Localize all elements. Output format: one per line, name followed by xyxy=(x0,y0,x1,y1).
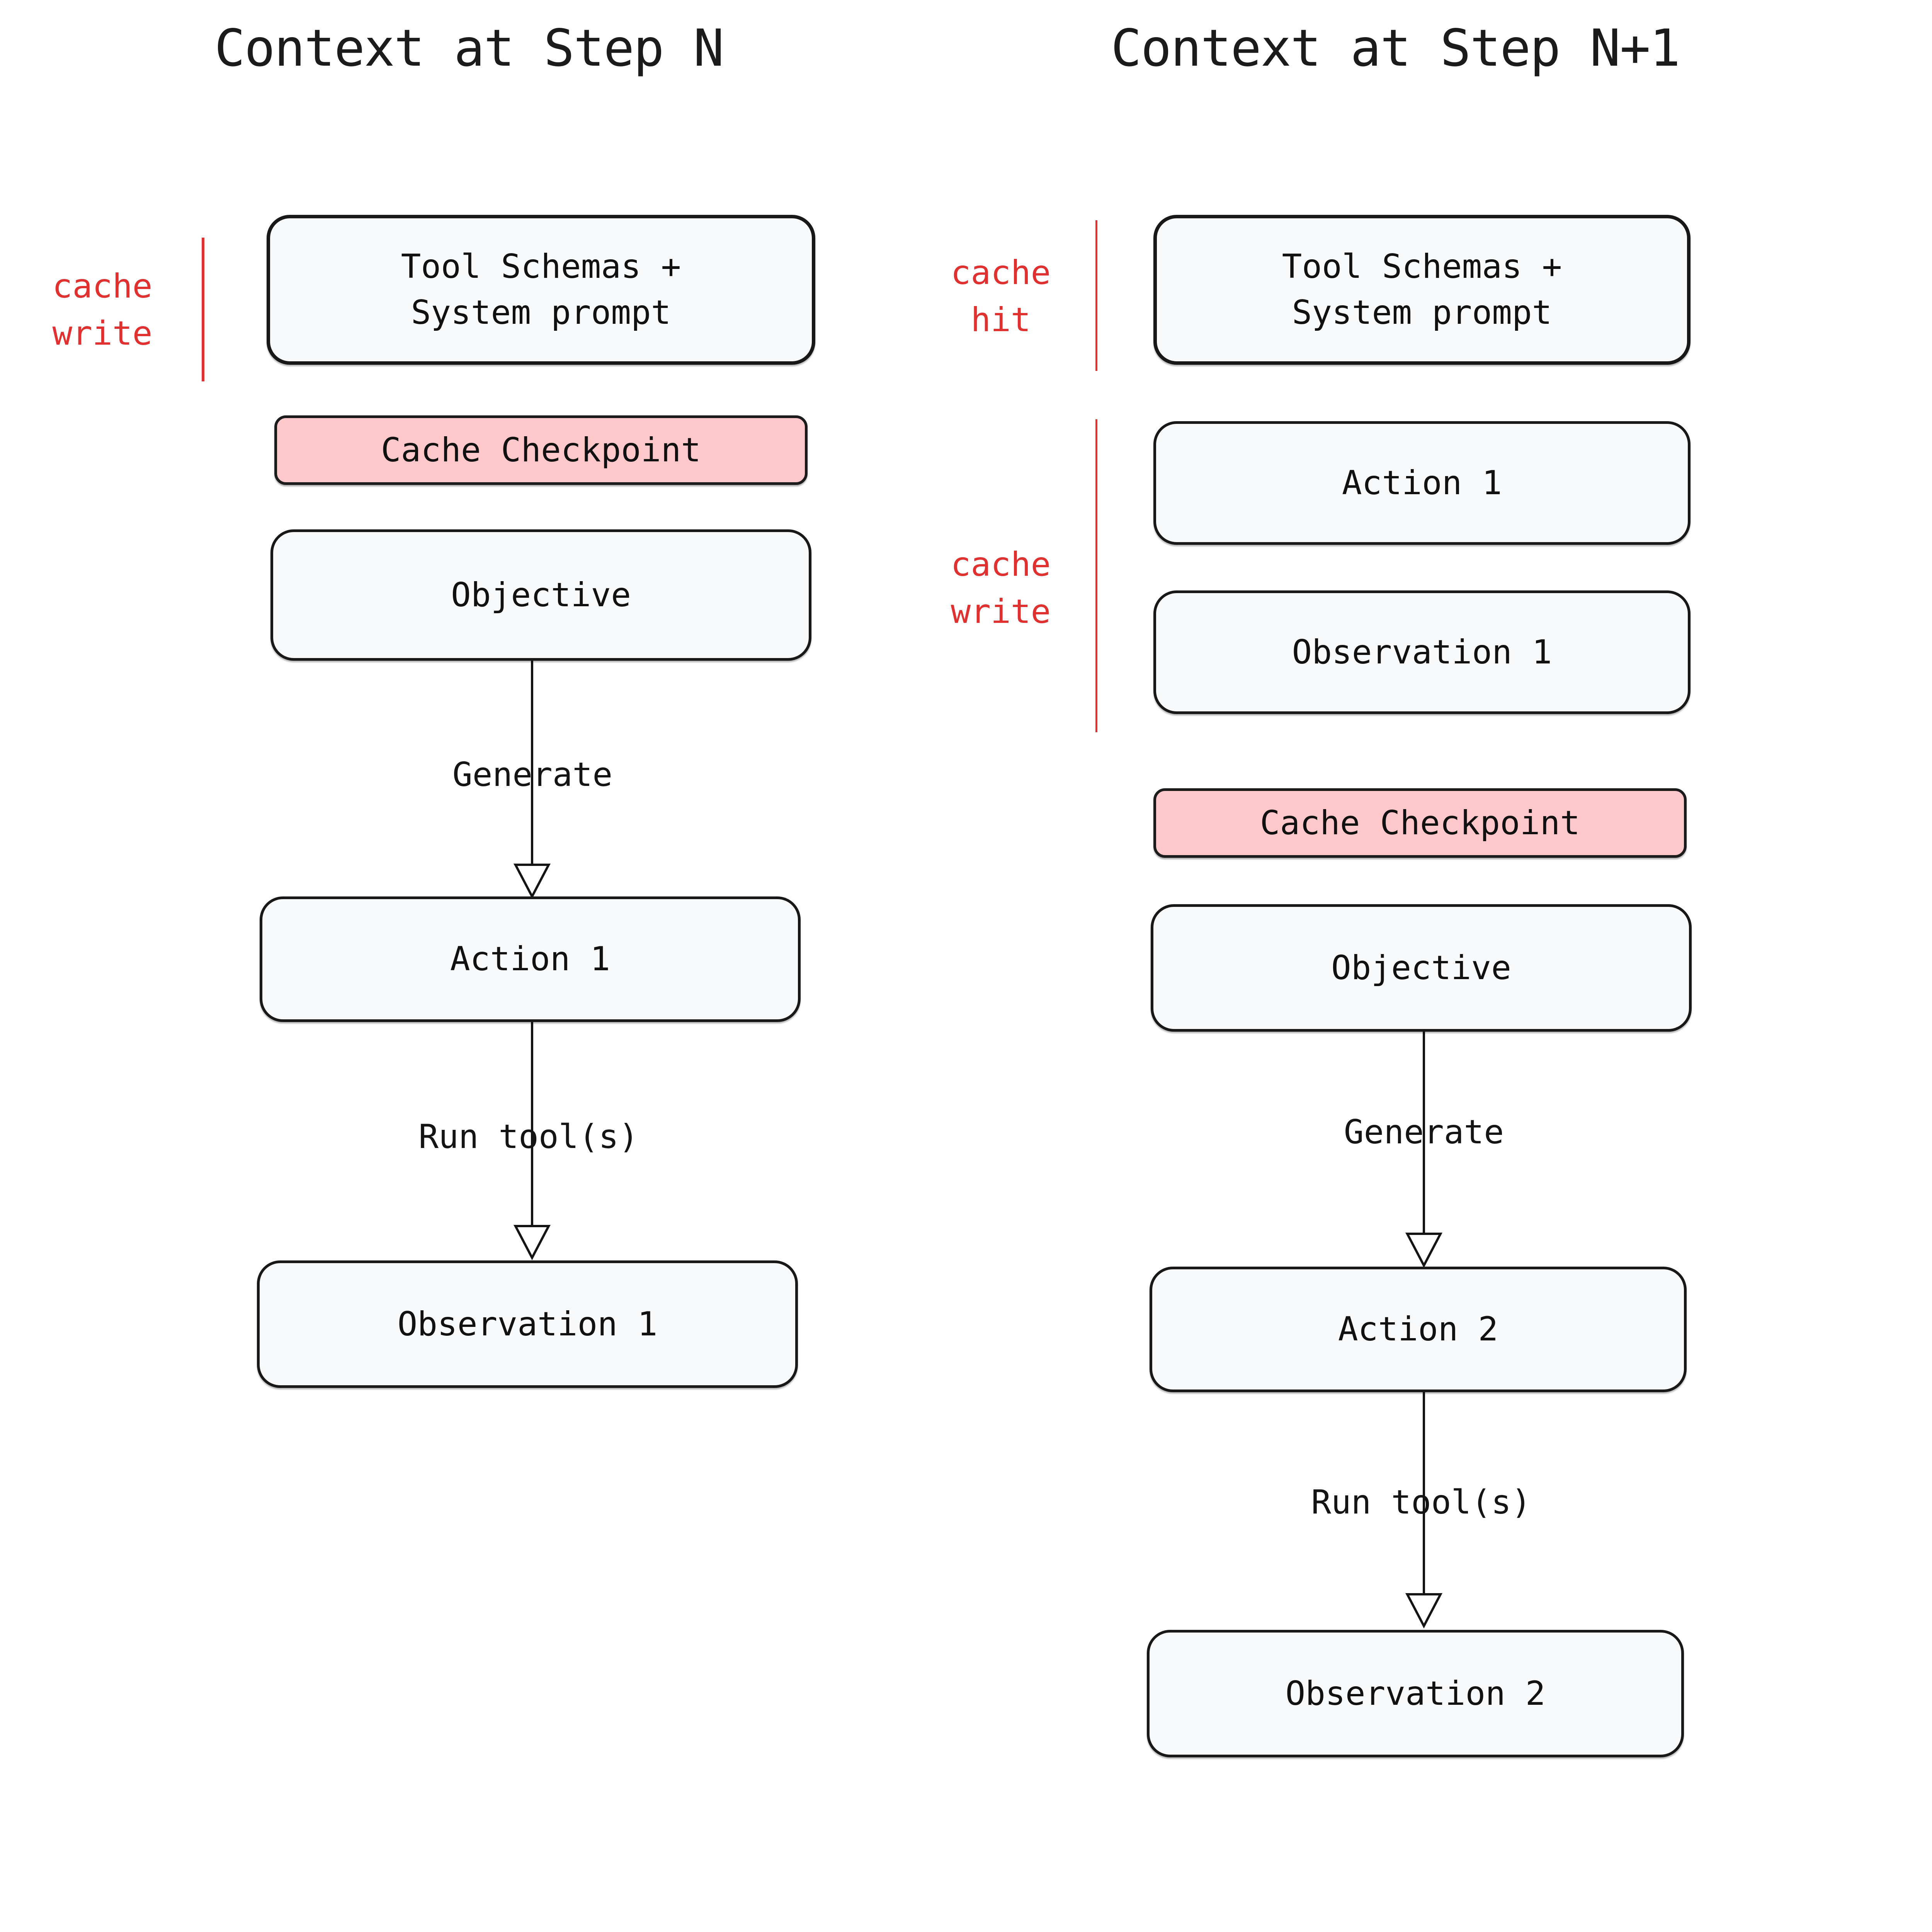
edge-label-run-tools: Run tool(s) xyxy=(1311,1483,1531,1522)
column-title-step-n: Context at Step N xyxy=(214,19,724,78)
node-observation-1[interactable]: Observation 1 xyxy=(257,1260,798,1388)
cache-write-bracket-label: cache write xyxy=(951,545,1051,631)
node-tool-schemas[interactable]: Tool Schemas + System prompt xyxy=(267,215,815,365)
node-observation-1[interactable]: Observation 1 xyxy=(1153,590,1690,714)
edge-label-generate: Generate xyxy=(452,755,613,794)
cache-hit-bracket-label: cache hit xyxy=(951,253,1051,340)
column-step-n-plus-1: Context at Step N+1 cache hit cache writ… xyxy=(900,0,1816,1932)
cache-write-bracket-line xyxy=(202,238,204,381)
node-objective[interactable]: Objective xyxy=(1151,904,1692,1032)
node-observation-2[interactable]: Observation 2 xyxy=(1147,1630,1684,1757)
edge-objective-to-action-1 xyxy=(514,661,560,900)
edge-label-generate: Generate xyxy=(1344,1113,1504,1151)
node-cache-checkpoint[interactable]: Cache Checkpoint xyxy=(274,415,808,485)
node-action-2[interactable]: Action 2 xyxy=(1150,1267,1687,1392)
node-action-1[interactable]: Action 1 xyxy=(1153,421,1690,545)
column-title-step-n-plus-1: Context at Step N+1 xyxy=(1111,19,1680,78)
column-step-n: Context at Step N cache write Tool Schem… xyxy=(0,0,900,1932)
cache-write-bracket-line xyxy=(1095,419,1097,732)
cache-write-bracket-label: cache write xyxy=(52,267,153,353)
edge-action-1-to-observation-1 xyxy=(514,1022,560,1262)
node-objective[interactable]: Objective xyxy=(270,529,811,661)
cache-hit-bracket-line xyxy=(1095,220,1097,371)
edge-action-2-to-observation-2 xyxy=(1405,1392,1452,1629)
edge-label-run-tools: Run tool(s) xyxy=(418,1117,639,1156)
node-tool-schemas[interactable]: Tool Schemas + System prompt xyxy=(1153,215,1690,365)
edge-objective-to-action-2 xyxy=(1405,1032,1452,1268)
column-step-n-plus-2: Context at Step N+2 cache hit cache writ… xyxy=(1816,0,1932,1932)
node-action-1[interactable]: Action 1 xyxy=(260,896,801,1022)
node-cache-checkpoint[interactable]: Cache Checkpoint xyxy=(1153,788,1687,858)
